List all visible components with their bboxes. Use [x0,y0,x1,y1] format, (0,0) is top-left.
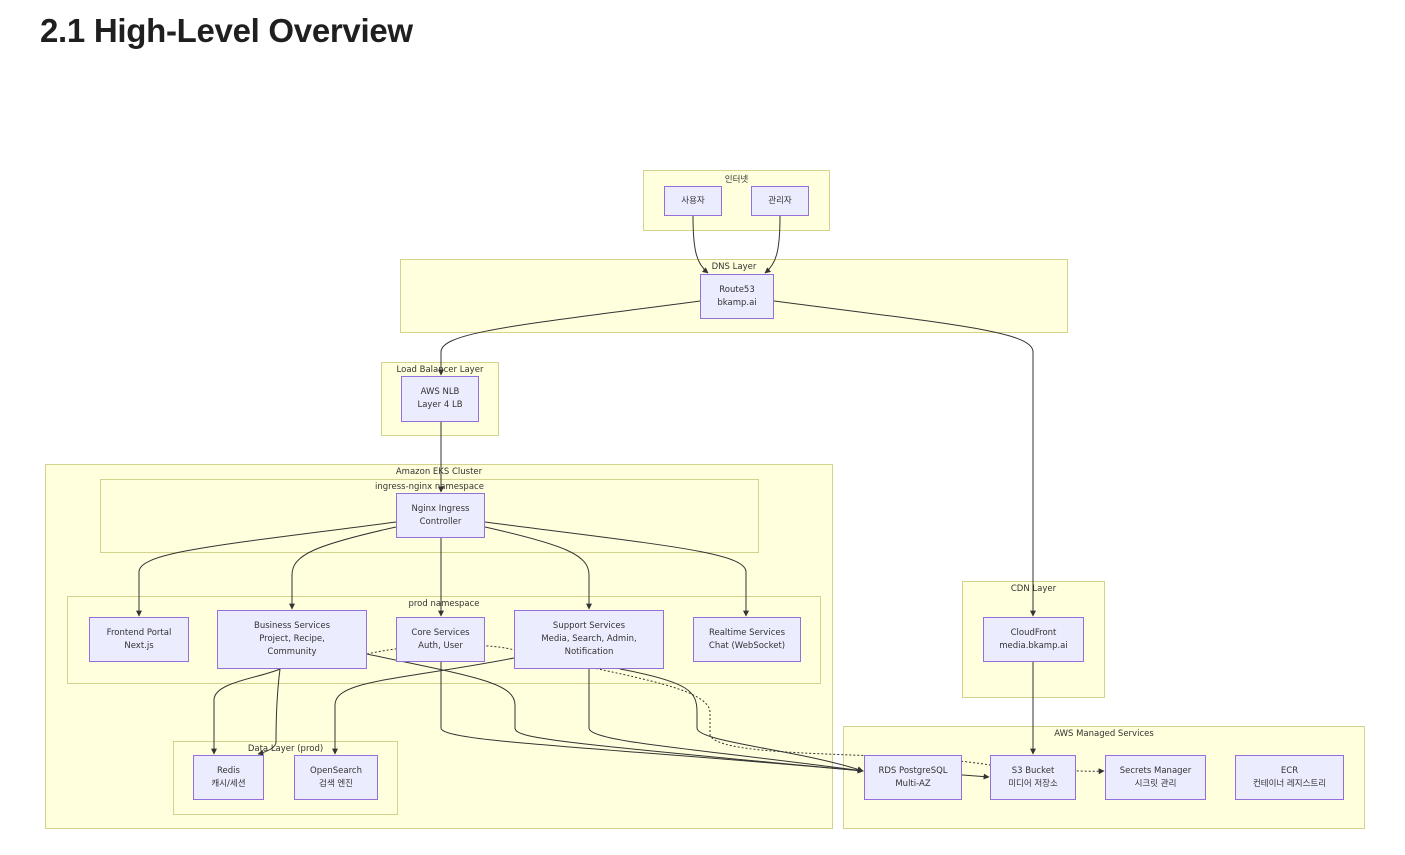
node-s3-bucket-line-1: S3 Bucket [1011,765,1055,776]
node-core-services-line-2: Auth, User [418,640,463,651]
node-ecr-line-2: 컨테이너 레지스트리 [1252,778,1327,789]
node-secrets-manager-line-2: 시크릿 관리 [1134,778,1177,789]
edge-user-to-route53 [692,215,709,274]
edge-nginx-to-support [484,526,592,610]
node-aws-nlb-line-2: Layer 4 LB [417,400,463,410]
node-realtime-services-line-1: Realtime Services [708,627,786,638]
node-support-services-line-2: Media, Search, Admin, [541,634,637,644]
node-realtime-services[interactable]: Realtime Services Chat (WebSocket) [693,617,801,662]
node-realtime-services-line-2: Chat (WebSocket) [708,640,786,651]
edge-core-to-rds [440,662,864,774]
node-nginx-ingress-line-1: Nginx Ingress [411,503,470,514]
edge-nginx-to-business [289,526,397,610]
node-user-line-1: 사용자 [681,195,705,206]
cluster-label-prod-namespace: prod namespace [408,599,480,609]
node-secrets-manager[interactable]: Secrets Manager 시크릿 관리 [1105,755,1206,800]
edge-core-to-secrets [366,644,1105,775]
node-support-services-line-3: Notification [564,647,614,657]
cluster-label-dns-layer: DNS Layer [711,262,757,272]
cluster-label-ingress-namespace: ingress-nginx namespace [375,482,484,492]
edge-core-to-redis [257,668,281,756]
node-redis-line-2: 캐시/세션 [211,778,246,789]
node-core-services[interactable]: Core Services Auth, User [396,617,485,662]
node-redis[interactable]: Redis 캐시/세션 [193,755,264,800]
cluster-label-data-layer: Data Layer (prod) [247,744,324,754]
node-frontend-portal-line-2: Next.js [124,640,154,651]
cluster-label-internet: 인터넷 [724,175,749,185]
node-business-services-line-3: Community [267,647,317,657]
node-secrets-manager-line-1: Secrets Manager [1119,765,1192,776]
edge-business-to-rds [366,653,864,774]
node-frontend-portal[interactable]: Frontend Portal Next.js [89,617,189,662]
node-route53-line-2: bkamp.ai [717,297,757,308]
node-business-services-line-2: Project, Recipe, [259,634,325,644]
node-nginx-ingress-line-2: Controller [419,516,462,527]
edge-nginx-to-realtime [484,521,749,617]
node-cloudfront-line-2: media.bkamp.ai [999,640,1068,651]
node-rds-postgresql[interactable]: RDS PostgreSQL Multi-AZ [864,755,962,800]
edge-admin-to-route53 [764,215,781,274]
node-rds-postgresql-line-1: RDS PostgreSQL [878,765,948,776]
node-cloudfront-line-1: CloudFront [1010,627,1057,638]
node-route53[interactable]: Route53 bkamp.ai [700,274,774,319]
page-title: 2.1 High-Level Overview [40,12,413,49]
node-frontend-portal-line-1: Frontend Portal [106,627,172,638]
edge-nginx-to-frontend [136,521,397,617]
node-support-services-line-1: Support Services [552,621,626,631]
node-route53-line-1: Route53 [719,284,755,295]
node-admin-line-1: 관리자 [768,195,792,206]
node-nginx-ingress[interactable]: Nginx Ingress Controller [396,493,485,538]
node-business-services[interactable]: Business Services Project, Recipe, Commu… [217,610,367,669]
node-opensearch-line-2: 검색 엔진 [319,778,353,789]
node-aws-nlb-line-1: AWS NLB [420,387,460,397]
node-opensearch[interactable]: OpenSearch 검색 엔진 [294,755,378,800]
node-aws-nlb[interactable]: AWS NLB Layer 4 LB [401,376,479,422]
node-cloudfront[interactable]: CloudFront media.bkamp.ai [983,617,1084,662]
node-opensearch-line-1: OpenSearch [310,765,362,776]
edge-route53-to-cloudfront [773,300,1036,617]
node-rds-postgresql-line-2: Multi-AZ [895,778,931,789]
edge-support-to-rds [588,669,864,774]
node-s3-bucket-line-2: 미디어 저장소 [1008,778,1058,789]
node-core-services-line-1: Core Services [411,627,470,638]
node-redis-line-1: Redis [217,765,240,776]
node-user[interactable]: 사용자 [664,186,722,216]
node-business-services-line-1: Business Services [253,621,331,631]
node-ecr-line-1: ECR [1280,765,1299,776]
cluster-label-eks: Amazon EKS Cluster [395,467,483,477]
node-support-services[interactable]: Support Services Media, Search, Admin, N… [514,610,664,669]
cluster-label-aws-managed-services: AWS Managed Services [1054,729,1154,739]
edge-route53-to-nlb [438,300,701,376]
node-ecr[interactable]: ECR 컨테이너 레지스트리 [1235,755,1344,800]
edge-support-to-opensearch [332,657,515,755]
edge-business-to-redis [211,668,281,755]
edge-realtime-to-rds [619,668,864,773]
node-s3-bucket[interactable]: S3 Bucket 미디어 저장소 [990,755,1076,800]
node-admin[interactable]: 관리자 [751,186,809,216]
